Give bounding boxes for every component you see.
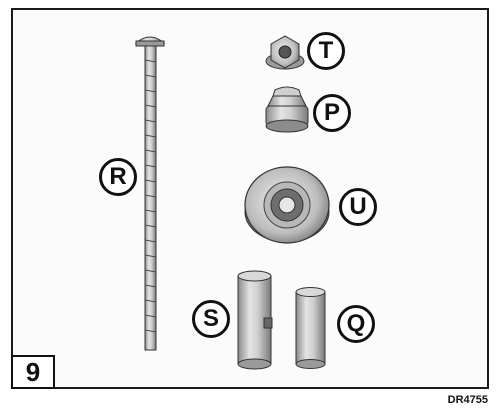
figure-number: 9	[11, 355, 55, 389]
adapter-p	[265, 86, 309, 133]
threaded-bolt-r	[134, 36, 166, 351]
flange-nut-t	[265, 35, 305, 70]
sleeve-s	[237, 270, 273, 370]
callout-q: Q	[337, 305, 375, 343]
callout-r: R	[99, 158, 137, 196]
figure-reference-code: DR4755	[447, 394, 488, 406]
bearing-disc-u	[244, 166, 330, 244]
callout-t: T	[307, 32, 345, 70]
callout-s: S	[192, 300, 230, 338]
callout-u: U	[339, 188, 377, 226]
sleeve-q	[295, 287, 326, 369]
callout-p: P	[313, 94, 351, 132]
